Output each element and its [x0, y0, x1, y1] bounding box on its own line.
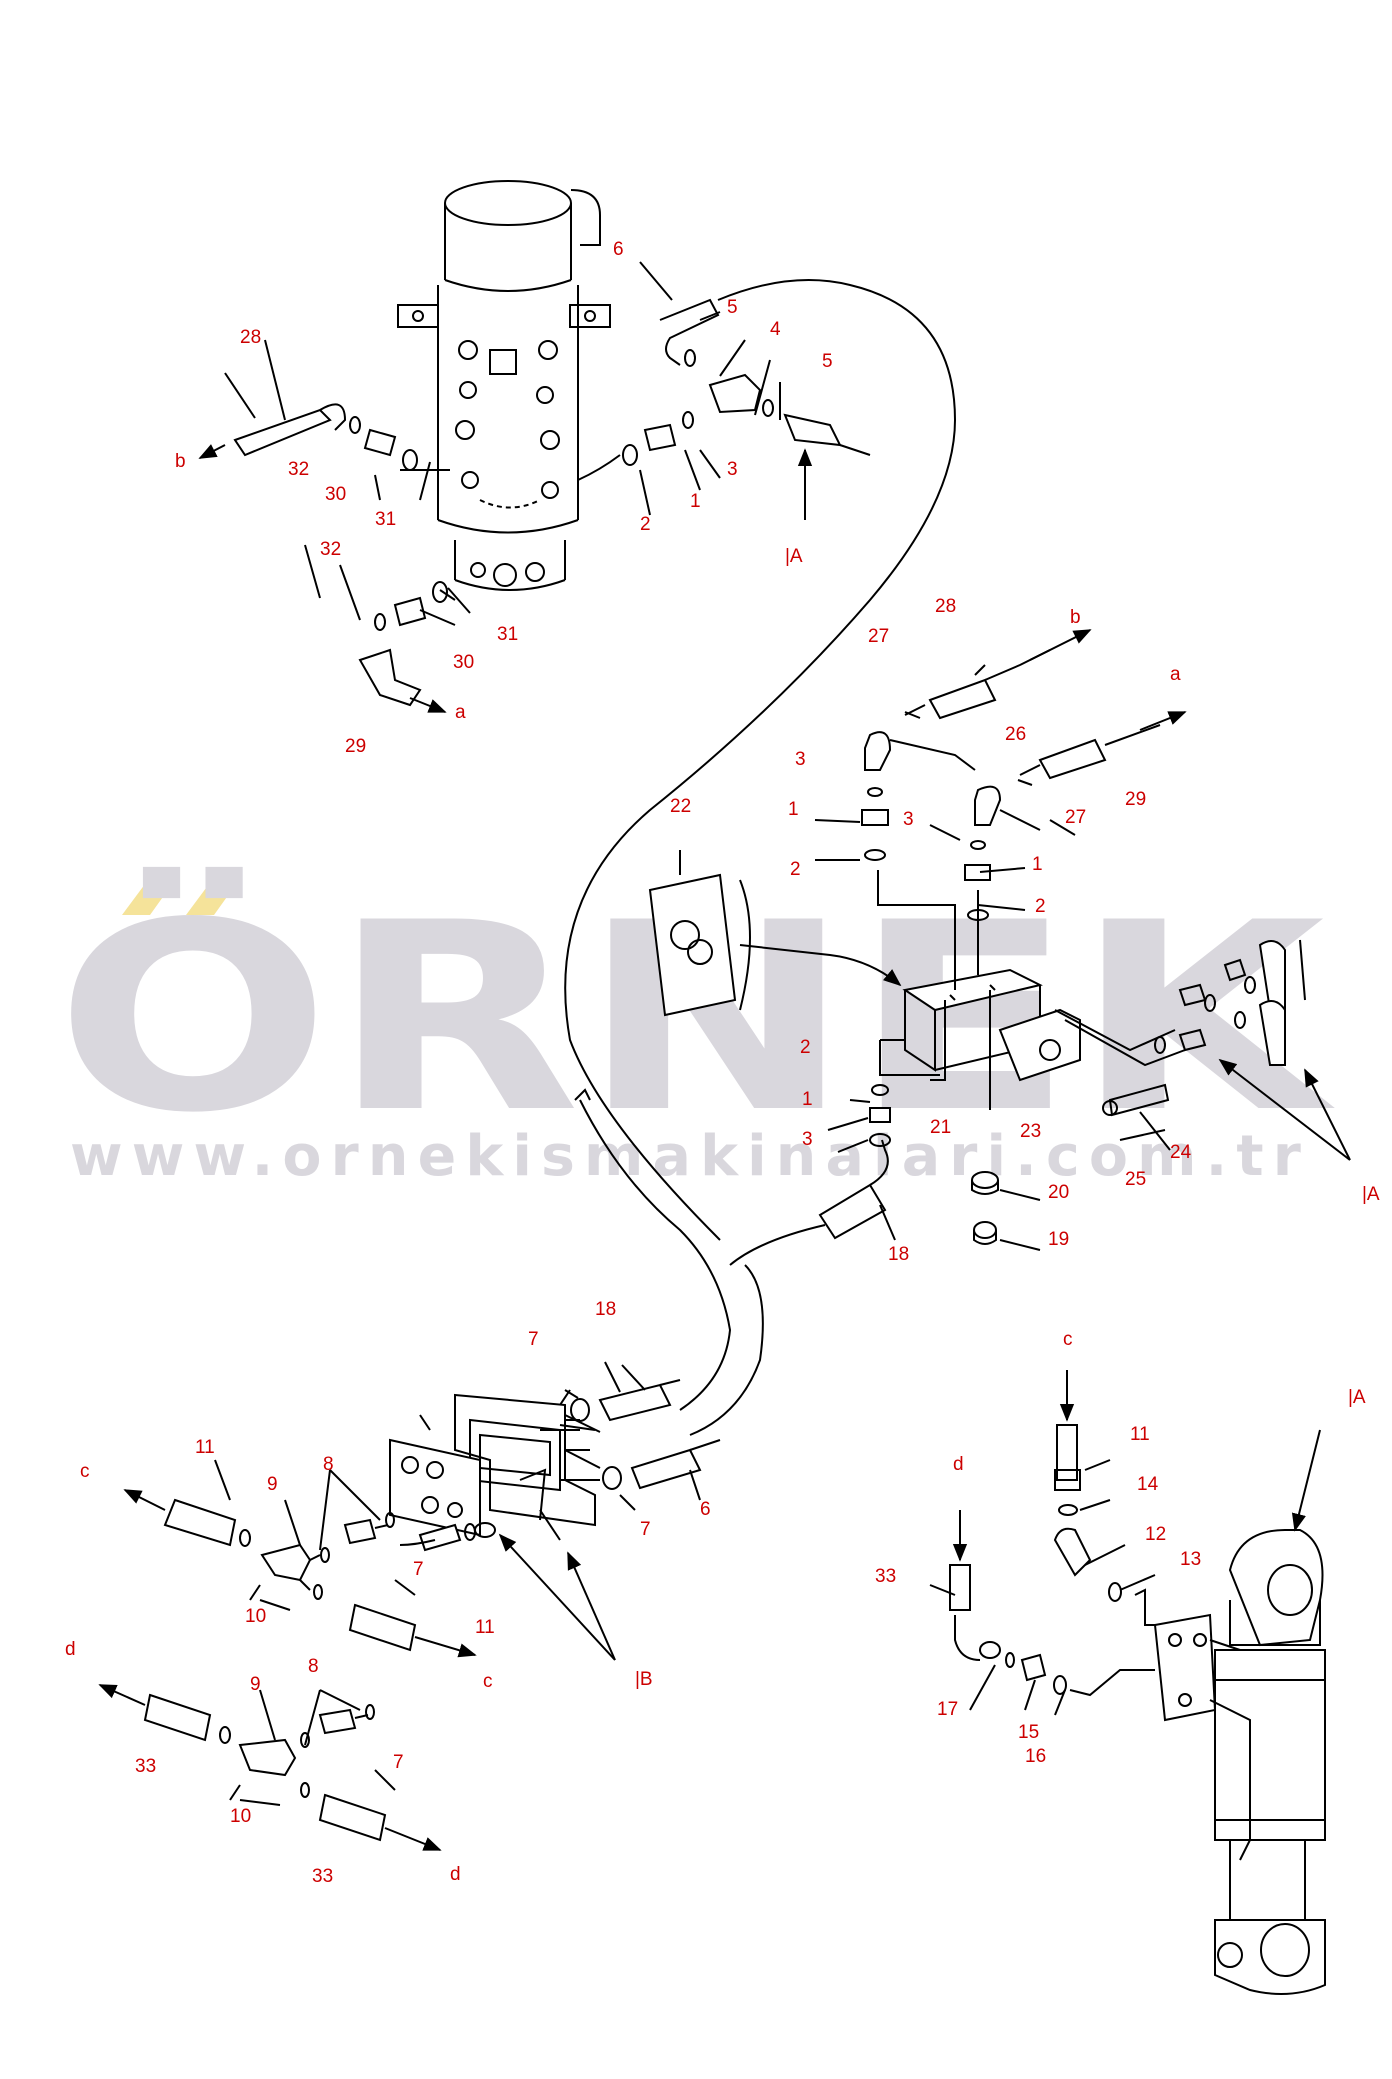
callout-d: d [953, 1454, 964, 1475]
callout-20: 20 [1048, 1182, 1069, 1203]
callout-d: d [65, 1639, 76, 1660]
callout-5: 5 [727, 297, 738, 318]
callout-25: 25 [1125, 1169, 1146, 1190]
callout-1: 1 [802, 1089, 813, 1110]
callout-1: 1 [690, 491, 701, 512]
callout-9: 9 [250, 1674, 261, 1695]
callout-c: c [483, 1671, 493, 1692]
callout-21: 21 [930, 1117, 951, 1138]
bracket-plate [389, 1389, 601, 1552]
callout-32: 32 [320, 539, 341, 560]
callout-31: 31 [497, 624, 518, 645]
callout-27: 27 [868, 626, 889, 647]
callout-6: 6 [700, 1499, 711, 1520]
callout-4: 4 [770, 319, 781, 340]
callout-b: b [175, 451, 186, 472]
valve-right-fittings [971, 939, 1351, 1251]
callout-2: 2 [800, 1037, 811, 1058]
callout-3: 3 [802, 1129, 813, 1150]
bracket-hoses [540, 1361, 721, 1511]
callout-7: 7 [528, 1329, 539, 1350]
callout-33: 33 [875, 1566, 896, 1587]
callout-8: 8 [308, 1656, 319, 1677]
callout-30: 30 [325, 484, 346, 505]
callout-B: |B [635, 1669, 653, 1690]
callout-28: 28 [935, 596, 956, 617]
callout-22: 22 [670, 796, 691, 817]
callout-2: 2 [640, 514, 651, 535]
callout-8: 8 [323, 1454, 334, 1475]
callout-5: 5 [822, 351, 833, 372]
top-right-fittings [564, 261, 957, 1241]
valve-block [879, 968, 1186, 1110]
callout-A: |A [1348, 1387, 1366, 1408]
callout-labels: 28 b 32 30 31 32 30 31 29 a 6 5 4 5 3 1 … [65, 239, 1380, 1887]
callout-12: 12 [1145, 1524, 1166, 1545]
manual-symbol [648, 850, 902, 1017]
callout-29: 29 [345, 736, 366, 757]
bracket-callout-B-leaders [498, 1533, 616, 1661]
callout-7: 7 [640, 1519, 651, 1540]
hydraulic-cylinder [1153, 1429, 1326, 1995]
callout-26: 26 [1005, 724, 1026, 745]
line-art [98, 180, 1351, 1995]
callout-31: 31 [375, 509, 396, 530]
callout-13: 13 [1180, 1549, 1201, 1570]
callout-3: 3 [903, 809, 914, 830]
callout-b: b [1070, 607, 1081, 628]
callout-7: 7 [393, 1752, 404, 1773]
callout-2: 2 [1035, 896, 1046, 917]
callout-1: 1 [1032, 854, 1043, 875]
callout-10: 10 [230, 1806, 251, 1827]
callout-33: 33 [135, 1756, 156, 1777]
callout-c: c [80, 1461, 90, 1482]
callout-1: 1 [788, 799, 799, 820]
callout-15: 15 [1018, 1722, 1039, 1743]
callout-29: 29 [1125, 789, 1146, 810]
callout-33: 33 [312, 1866, 333, 1887]
watermark-umlaut-marks [122, 880, 239, 915]
watermark-url: www.ornekismakinalari.com.tr [70, 1124, 1310, 1189]
callout-7: 7 [413, 1559, 424, 1580]
callout-10: 10 [245, 1606, 266, 1627]
callout-A: |A [1362, 1184, 1380, 1205]
callout-a: a [455, 702, 466, 723]
hose-18 [574, 1084, 896, 1436]
callout-11: 11 [1130, 1424, 1150, 1445]
callout-11: 11 [195, 1437, 215, 1458]
cylinder-fittings [929, 1370, 1156, 1716]
callout-14: 14 [1137, 1474, 1159, 1495]
callout-30: 30 [453, 652, 474, 673]
callout-3: 3 [795, 749, 806, 770]
callout-9: 9 [267, 1474, 278, 1495]
bottom-left-tees [98, 1459, 477, 1851]
callout-a: a [1170, 664, 1181, 685]
valve-elbows [814, 629, 1187, 990]
callout-28: 28 [240, 327, 261, 348]
callout-17: 17 [937, 1699, 958, 1720]
callout-c: c [1063, 1329, 1073, 1350]
callout-16: 16 [1025, 1746, 1046, 1767]
callout-23: 23 [1020, 1121, 1041, 1142]
callout-19: 19 [1048, 1229, 1069, 1250]
callout-2: 2 [790, 859, 801, 880]
callout-A: |A [785, 546, 803, 567]
callout-18: 18 [595, 1299, 616, 1320]
callout-d: d [450, 1864, 461, 1885]
callout-32: 32 [288, 459, 309, 480]
callout-11: 11 [475, 1617, 495, 1638]
callout-18: 18 [888, 1244, 909, 1265]
top-left-fittings [198, 339, 471, 713]
callout-24: 24 [1170, 1142, 1192, 1163]
callout-27: 27 [1065, 807, 1086, 828]
callout-6: 6 [613, 239, 624, 260]
swivel-joint [397, 180, 611, 591]
callout-3: 3 [727, 459, 738, 480]
